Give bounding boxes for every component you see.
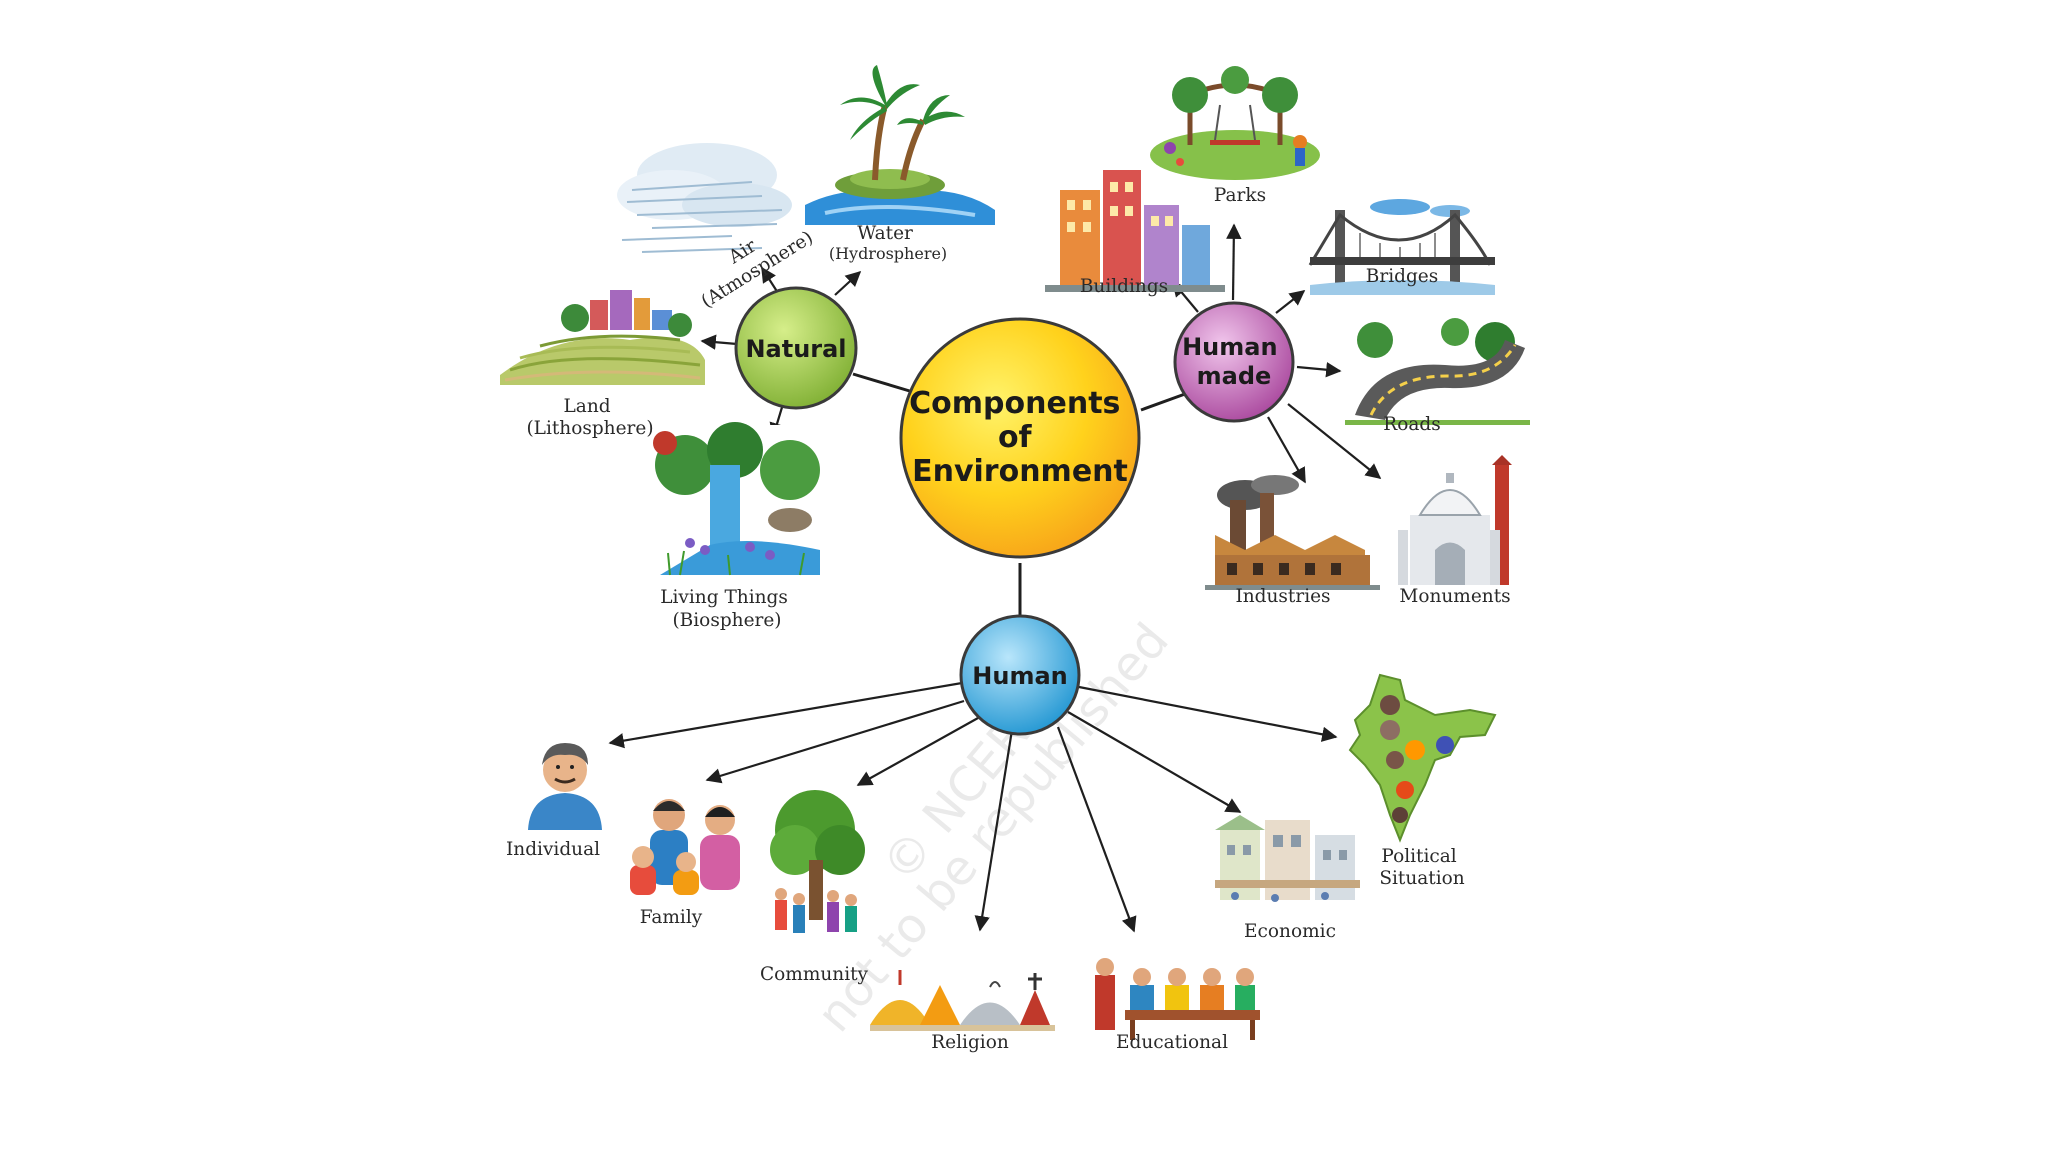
community-tree-icon bbox=[770, 790, 865, 933]
label-water-line-2: (Hydrosphere) bbox=[829, 244, 947, 263]
temples-icon bbox=[870, 970, 1055, 1031]
arrow-community bbox=[856, 717, 979, 786]
label-industries: Industries bbox=[1235, 586, 1330, 607]
label-family: Family bbox=[640, 907, 703, 928]
center-line-1: Components bbox=[909, 386, 1120, 421]
bridge-icon bbox=[1308, 199, 1495, 295]
label-roads: Roads bbox=[1383, 414, 1440, 435]
label-living-line-1: Living Things bbox=[660, 587, 788, 608]
monument-icon bbox=[1398, 455, 1512, 585]
market-icon bbox=[1215, 815, 1360, 902]
arrow-bridges bbox=[1275, 290, 1306, 314]
label-educational: Educational bbox=[1116, 1032, 1228, 1053]
clouds-icon bbox=[617, 143, 792, 253]
label-economic: Economic bbox=[1244, 921, 1336, 942]
label-community: Community bbox=[760, 964, 869, 985]
arrow-parks bbox=[1226, 223, 1242, 301]
label-bridges: Bridges bbox=[1366, 266, 1438, 287]
center-line-2: of bbox=[998, 420, 1033, 455]
road-icon bbox=[1345, 318, 1530, 425]
hub-human-made-line-2: made bbox=[1197, 362, 1272, 390]
label-monuments: Monuments bbox=[1399, 586, 1510, 607]
label-political-line-2: Situation bbox=[1379, 868, 1464, 889]
item-arrows bbox=[608, 223, 1382, 933]
hub-human-label: Human bbox=[972, 662, 1067, 690]
arrow-water bbox=[834, 270, 862, 296]
india-map-icon bbox=[1348, 673, 1497, 843]
svg-text:Components of Envi: Components of Environment bbox=[909, 386, 1131, 489]
hub-natural: Natural bbox=[734, 286, 858, 410]
label-land: Land (Lithosphere) bbox=[526, 396, 653, 439]
center-line-3: Environment bbox=[912, 454, 1128, 489]
label-water-line-1: Water bbox=[857, 223, 913, 244]
hub-human-made: Human made bbox=[1173, 301, 1295, 423]
label-living-things: Living Things (Biosphere) bbox=[660, 587, 794, 631]
arrow-educational bbox=[1056, 726, 1137, 933]
label-religion: Religion bbox=[931, 1032, 1009, 1053]
center-node: Components of Environment bbox=[899, 317, 1141, 559]
svg-text:Human made: Human made bbox=[1182, 333, 1286, 390]
buildings-icon bbox=[1045, 170, 1225, 292]
label-political-line-1: Political bbox=[1381, 846, 1456, 867]
park-icon bbox=[1150, 66, 1320, 180]
arrow-industries bbox=[1267, 416, 1306, 484]
label-individual: Individual bbox=[506, 839, 600, 860]
label-parks: Parks bbox=[1214, 185, 1266, 206]
hub-human-made-line-1: Human bbox=[1182, 333, 1277, 361]
arrow-political bbox=[1078, 685, 1338, 742]
arrow-roads bbox=[1296, 362, 1342, 378]
classroom-icon bbox=[1095, 958, 1260, 1040]
illustrations bbox=[500, 65, 1530, 1040]
hub-natural-label: Natural bbox=[745, 335, 846, 363]
arrow-land bbox=[700, 334, 738, 350]
arrow-religion bbox=[974, 729, 1014, 932]
arrow-individual bbox=[608, 681, 963, 749]
arrow-air bbox=[761, 266, 779, 294]
hub-human: Human bbox=[959, 614, 1081, 736]
factory-icon bbox=[1205, 475, 1380, 590]
forest-waterfall-icon bbox=[650, 422, 830, 580]
arrow-family bbox=[705, 699, 965, 784]
connector-natural bbox=[852, 372, 914, 394]
arrow-monuments bbox=[1287, 403, 1382, 479]
palm-island-icon bbox=[805, 65, 995, 225]
connector-human-made bbox=[1140, 392, 1186, 412]
label-buildings: Buildings bbox=[1080, 276, 1168, 297]
terraced-land-icon bbox=[500, 290, 705, 385]
label-living-line-2: (Biosphere) bbox=[672, 610, 781, 631]
label-land-line-2: (Lithosphere) bbox=[526, 418, 653, 439]
label-land-line-1: Land bbox=[564, 396, 611, 417]
arrow-economic bbox=[1067, 711, 1242, 813]
label-water: Water (Hydrosphere) bbox=[829, 223, 947, 263]
family-icon bbox=[630, 799, 740, 895]
hub-connectors bbox=[852, 372, 1186, 616]
person-icon bbox=[528, 743, 602, 830]
label-political-situation: Political Situation bbox=[1379, 846, 1464, 889]
